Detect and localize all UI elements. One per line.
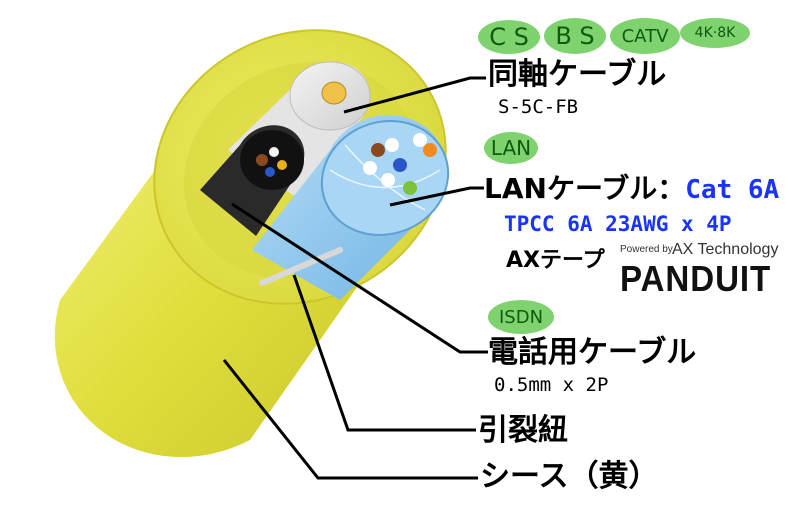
- panduit-logo: Powered by AX Technology PANDUIT: [620, 241, 780, 300]
- phone-label: 電話用ケーブル: [488, 335, 697, 370]
- phone-cable: [200, 125, 305, 236]
- lan-label-text: LANケーブル：: [484, 172, 686, 205]
- leader-lines: [222, 76, 488, 480]
- badge-bs: B S: [544, 18, 606, 54]
- lan-category: Cat 6A: [685, 175, 780, 205]
- lan-spec: TPCC 6A 23AWG x 4P: [504, 212, 732, 236]
- ax-tape-label: AXテープ: [506, 248, 605, 273]
- badge-catv: CATV: [610, 18, 680, 54]
- badge-cs: C S: [478, 20, 540, 54]
- lan-label: LANケーブル：Cat 6A: [484, 172, 779, 207]
- phone-spec: 0.5mm x 2P: [494, 374, 609, 396]
- coax-label: 同軸ケーブル: [488, 57, 667, 92]
- leader-phone: [231, 202, 488, 354]
- leader-sheath: [222, 359, 478, 480]
- ripcord: [259, 247, 343, 286]
- leader-ripcord: [292, 274, 476, 432]
- badge-isdn: ISDN: [488, 300, 554, 334]
- coax-spec: S-5C-FB: [498, 96, 579, 118]
- panduit-wordmark: PANDUIT: [620, 258, 772, 299]
- sheath-label: シース（黄）: [480, 459, 659, 494]
- leader-coax: [343, 76, 486, 114]
- badge-4k8k: 4K·8K: [680, 18, 750, 48]
- ripcord-label: 引裂紐: [478, 413, 568, 448]
- lan-cable: [252, 114, 450, 301]
- ax-technology-text: AX Technology: [672, 241, 779, 258]
- powered-by-text: Powered by: [620, 244, 673, 255]
- leader-lan: [389, 186, 484, 207]
- badge-lan: LAN: [484, 132, 538, 164]
